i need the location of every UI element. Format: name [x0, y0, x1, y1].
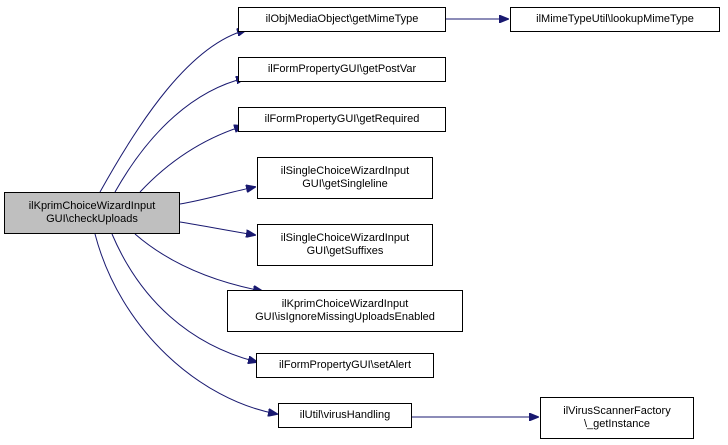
node-virushandling-label: ilUtil\virusHandling	[299, 409, 391, 421]
node-getsuffixes[interactable]: ilSingleChoiceWizardInput GUI\getSuffixe…	[257, 224, 433, 266]
node-getinstance[interactable]: ilVirusScannerFactory \_getInstance	[540, 397, 694, 439]
edge-root-to-get-singleline	[179, 187, 255, 205]
node-checkuploads: ilKprimChoiceWizardInput GUI\checkUpload…	[4, 192, 180, 234]
node-getsuffixes-label: ilSingleChoiceWizardInput GUI\getSuffixe…	[280, 232, 410, 257]
node-getsingleline[interactable]: ilSingleChoiceWizardInput GUI\getSinglel…	[257, 157, 433, 199]
edge-root-to-virus-handling	[94, 233, 277, 414]
edge-root-to-get-mime-type	[99, 30, 246, 193]
edge-root-to-get-required	[139, 126, 243, 193]
node-getsingleline-label: ilSingleChoiceWizardInput GUI\getSinglel…	[280, 165, 410, 190]
node-getmimetype[interactable]: ilObjMediaObject\getMimeType	[238, 7, 446, 32]
node-lookupmimetype-label: ilMimeTypeUtil\lookupMimeType	[536, 13, 694, 25]
node-getmimetype-label: ilObjMediaObject\getMimeType	[265, 13, 419, 25]
node-virushandling[interactable]: ilUtil\virusHandling	[278, 403, 412, 428]
node-getpostvar[interactable]: ilFormPropertyGUI\getPostVar	[238, 57, 446, 82]
node-checkuploads-label: ilKprimChoiceWizardInput GUI\checkUpload…	[28, 200, 156, 225]
node-getrequired-label: ilFormPropertyGUI\getRequired	[264, 113, 420, 125]
node-isignoremissinguploadsenabled[interactable]: ilKprimChoiceWizardInput GUI\isIgnoreMis…	[227, 290, 463, 332]
node-getrequired[interactable]: ilFormPropertyGUI\getRequired	[238, 107, 446, 132]
node-setalert-label: ilFormPropertyGUI\setAlert	[278, 359, 412, 371]
node-getpostvar-label: ilFormPropertyGUI\getPostVar	[267, 63, 417, 75]
node-lookupmimetype[interactable]: ilMimeTypeUtil\lookupMimeType	[510, 7, 720, 32]
node-getinstance-label: ilVirusScannerFactory \_getInstance	[563, 405, 671, 430]
node-setalert[interactable]: ilFormPropertyGUI\setAlert	[256, 353, 434, 378]
edge-root-to-set-alert	[111, 233, 257, 362]
edge-root-to-is-ignore-missing	[134, 233, 262, 291]
edge-root-to-get-suffixes	[179, 221, 255, 235]
node-isignoremissinguploadsenabled-label: ilKprimChoiceWizardInput GUI\isIgnoreMis…	[255, 298, 435, 323]
edge-root-to-get-post-var	[114, 78, 245, 193]
